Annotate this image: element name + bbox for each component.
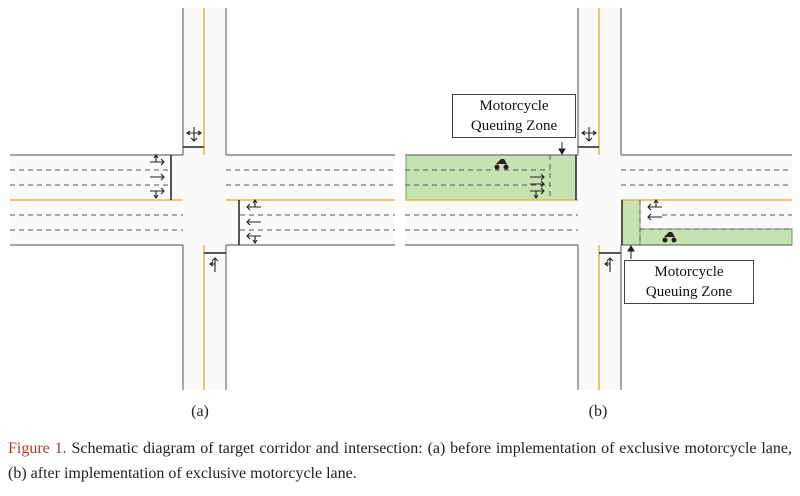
caption-label: Figure 1.: [8, 440, 67, 457]
stop-lines: [170, 146, 240, 254]
intersection-diagram-a: [10, 8, 395, 390]
lane-dividers: [10, 169, 395, 231]
panel-a-label: (a): [191, 403, 209, 420]
panel-b-label: (b): [588, 403, 608, 420]
lane-arrow-icon: [530, 127, 662, 272]
callout-bottom: Motorcycle Queuing Zone: [624, 260, 754, 304]
horizontal-road-edges: [405, 154, 792, 246]
center-lines: [10, 8, 395, 390]
caption-text: Schematic diagram of target corridor and…: [8, 440, 792, 482]
panel-b: Motorcycle Queuing Zone Motorcycle Queui…: [400, 0, 800, 420]
callout-top-line1: Motorcycle: [479, 98, 549, 114]
vertical-road-edges: [577, 8, 622, 390]
panel-a: (a): [0, 0, 400, 420]
vertical-road-edges: [182, 8, 227, 390]
center-lines: [405, 8, 792, 390]
callout-top: Motorcycle Queuing Zone: [452, 94, 576, 138]
motorcycle-icon: [662, 232, 677, 243]
callout-bottom-line1: Motorcycle: [654, 264, 724, 280]
horizontal-road-edges: [10, 154, 395, 246]
lane-dividers: [405, 155, 792, 245]
intersection-diagram-b: [405, 8, 793, 390]
callout-bottom-line2: Queuing Zone: [645, 284, 733, 300]
figure-caption: Figure 1. Schematic diagram of target co…: [8, 436, 792, 486]
callout-top-line2: Queuing Zone: [470, 118, 558, 134]
callout-leaders: [558, 142, 635, 259]
stop-lines: [575, 146, 623, 254]
lane-arrow-icon: [150, 127, 261, 272]
motorcycle-icon: [494, 159, 509, 170]
